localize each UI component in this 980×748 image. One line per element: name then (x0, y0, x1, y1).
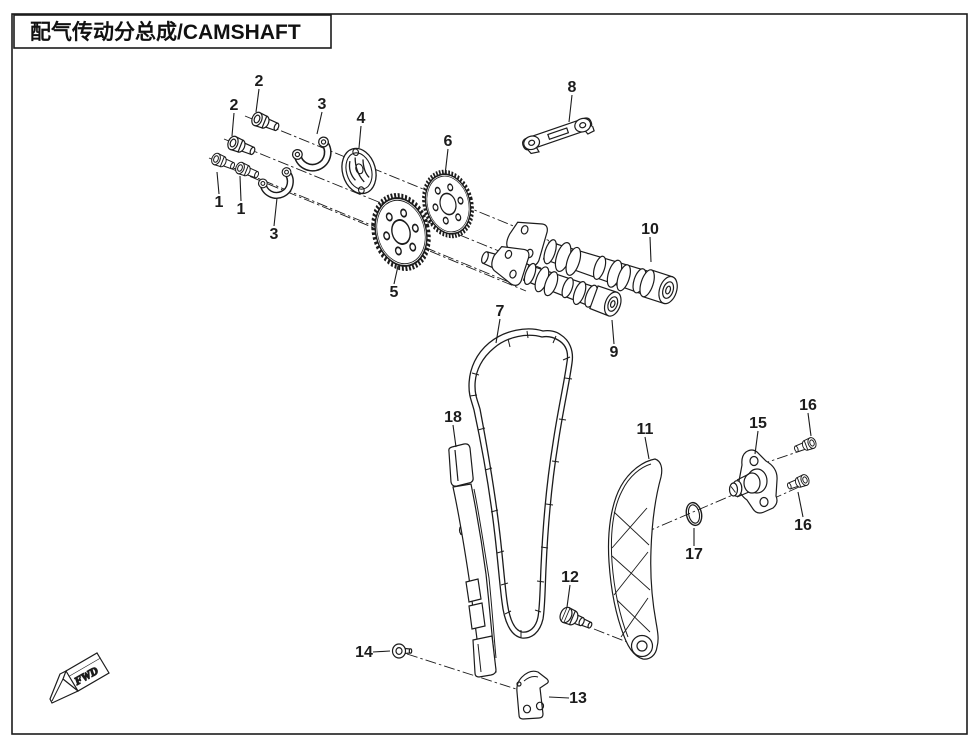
flange-bolt-1a (209, 151, 237, 173)
leader-line (548, 696, 570, 699)
leader-line (316, 111, 323, 135)
callout-label-16b: 16 (794, 517, 812, 534)
o-ring-17 (685, 501, 703, 527)
leader-line (273, 197, 278, 227)
callout-label-18: 18 (444, 409, 462, 426)
pivot-bolt-12 (559, 606, 593, 629)
leader-line (807, 412, 812, 437)
leader-line (255, 88, 260, 113)
axis-line (208, 157, 517, 286)
chain-tensioner-15 (728, 449, 778, 514)
leader-line (495, 318, 501, 344)
callout-label-13: 13 (569, 690, 587, 707)
leader-line (611, 319, 615, 345)
callout-label-11: 11 (637, 421, 654, 438)
callout-label-16a: 16 (799, 397, 817, 414)
callout-label-15: 15 (749, 415, 767, 432)
guide-pin-14 (391, 643, 413, 659)
callout-label-10: 10 (641, 221, 659, 238)
page-title: 配气传动分总成/CAMSHAFT (30, 20, 301, 44)
callout-label-4: 4 (357, 110, 366, 127)
leader-line (644, 436, 650, 460)
leader-line (239, 175, 242, 202)
leader-line (444, 148, 449, 176)
chain-guide-18 (448, 443, 497, 678)
leader-line (566, 584, 571, 608)
flange-bolt-2b (225, 134, 258, 159)
leader-line (649, 236, 652, 263)
axis-line (643, 490, 743, 534)
callout-label-5: 5 (390, 284, 399, 301)
leader-line (568, 94, 573, 123)
callout-label-3a: 3 (318, 96, 327, 113)
slotted-cam-disc-4 (341, 147, 377, 195)
leader-line (372, 650, 391, 653)
leader-lines (216, 88, 812, 699)
callout-label-1b: 1 (237, 201, 246, 218)
camshaft-holder-8 (522, 117, 595, 155)
camshaft-retainer-3b (256, 161, 294, 199)
leader-line (452, 424, 457, 448)
leader-line (797, 491, 804, 518)
tensioner-blade-11 (607, 458, 663, 660)
camshaft-9 (481, 245, 622, 317)
leader-line (393, 265, 399, 285)
callout-label-2b: 2 (230, 97, 239, 114)
axis-line (406, 653, 517, 690)
leader-line (358, 125, 362, 149)
camshaft-10 (506, 221, 678, 305)
flange-bolt-2a (249, 110, 282, 135)
border-frame (11, 13, 968, 735)
callout-label-3b: 3 (270, 226, 279, 243)
callout-label-17: 17 (685, 546, 703, 563)
timing-chain-7 (468, 328, 574, 639)
leader-line (231, 112, 235, 137)
callout-label-6: 6 (444, 133, 453, 150)
chain-bracket-13 (516, 670, 549, 720)
callout-label-2a: 2 (255, 73, 264, 90)
fwd-direction-arrow: FWD (49, 652, 110, 704)
callout-label-12: 12 (561, 569, 579, 586)
callout-label-9: 9 (610, 344, 619, 361)
callout-label-8: 8 (568, 79, 577, 96)
callout-labels: 1 1 2 2 3 3 4 5 6 7 8 9 10 11 12 13 14 1… (215, 73, 817, 707)
leader-line (754, 430, 759, 455)
flange-bolt-1b (233, 160, 261, 182)
tensioner-bolt-16b (785, 472, 812, 493)
callout-label-7: 7 (496, 303, 505, 320)
title-box (13, 14, 332, 49)
callout-label-14: 14 (355, 644, 373, 661)
leader-line (216, 171, 220, 195)
camshaft-retainer-3a (290, 129, 332, 171)
callout-label-1a: 1 (215, 194, 224, 211)
tensioner-bolt-16a (792, 435, 819, 456)
